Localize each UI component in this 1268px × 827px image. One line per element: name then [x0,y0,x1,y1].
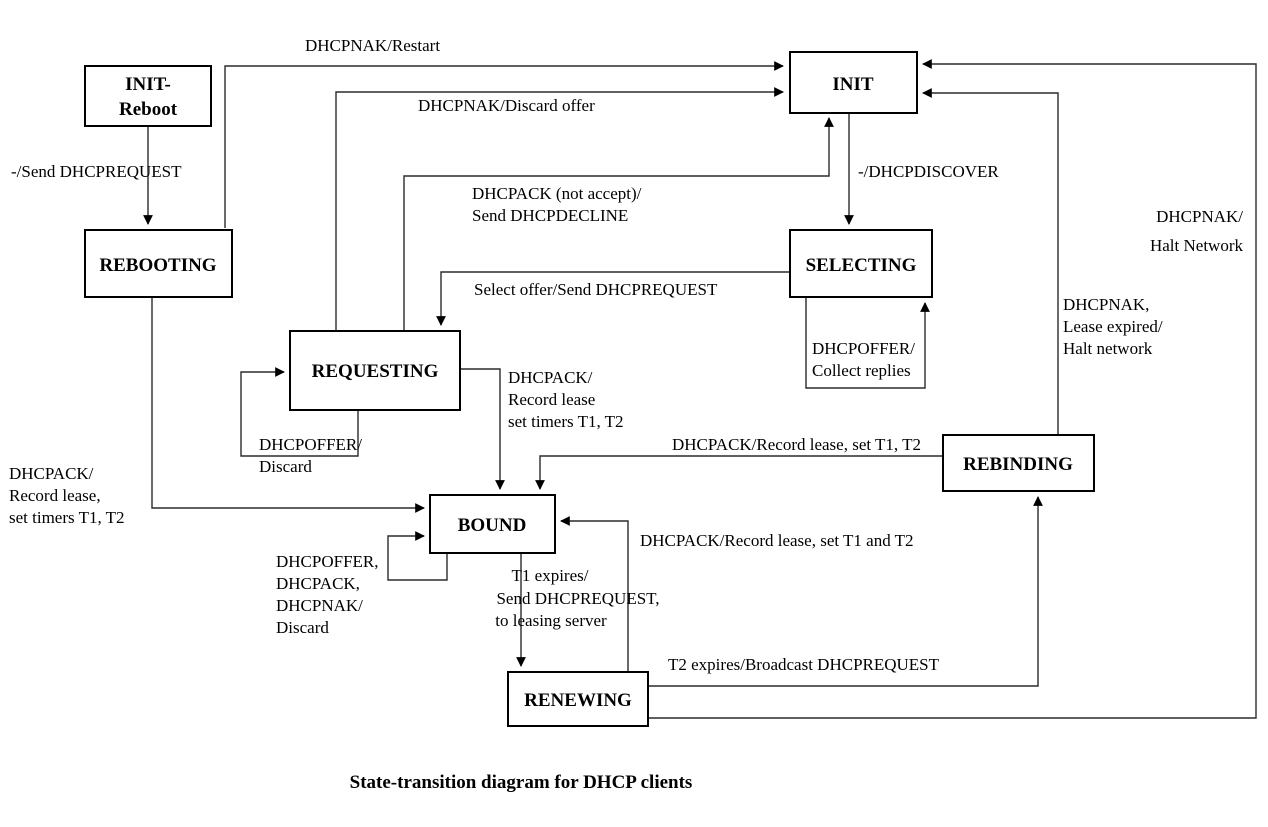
edge-selecting-self [805,297,930,389]
edge-rebinding-to-init [922,88,1059,435]
edge-rebooting-to-init [224,61,784,228]
state-bound-label: BOUND [458,515,527,536]
edge-renewing-to-init [648,59,1257,719]
state-selecting-label: SELECTING [806,255,917,276]
label-selecting-to-requesting: Select offer/Send DHCPREQUEST [474,280,718,299]
edge-requesting-to-init-nak [335,87,784,331]
state-requesting-label: REQUESTING [312,361,439,382]
state-init-reboot-label-line1: INIT- [125,74,171,95]
state-rebooting[interactable] [84,229,233,298]
edge-bound-self [387,531,448,581]
label-requesting-to-init-decline-line1: DHCPACK (not accept)/ [472,184,642,203]
label-rebinding-to-init-line1: DHCPNAK, [1063,295,1149,314]
state-init-reboot-label-line2: Reboot [119,99,178,120]
label-rebooting-to-bound-line2: Record lease, [9,486,101,505]
state-rebinding[interactable] [942,434,1095,492]
label-initreboot-to-rebooting: -/Send DHCPREQUEST [11,162,182,181]
state-init[interactable] [789,51,918,114]
state-requesting[interactable] [289,330,461,411]
label-renewing-to-bound: DHCPACK/Record lease, set T1 and T2 [640,531,914,550]
label-bound-self-line4: Discard [276,618,329,637]
edge-requesting-to-bound [460,368,505,490]
diagram-caption: State-transition diagram for DHCP client… [350,772,693,793]
label-requesting-to-bound-line1: DHCPACK/ [508,368,593,387]
edge-rebooting-to-bound [151,297,425,513]
state-renewing[interactable] [507,671,649,727]
label-rebooting-to-init: DHCPNAK/Restart [305,36,440,55]
state-rebinding-label: REBINDING [963,454,1073,475]
label-rebooting-to-bound-line3: set timers T1, T2 [9,508,125,527]
state-renewing-label: RENEWING [524,690,632,711]
state-rebooting-label: REBOOTING [99,255,216,276]
label-rebinding-to-init-line2: Lease expired/ [1063,317,1163,336]
label-renewing-to-init-line2: Halt Network [1150,236,1244,255]
label-bound-to-renewing-line1: T1 expires/ [512,566,589,585]
label-selecting-self-line1: DHCPOFFER/ [812,339,915,358]
label-requesting-to-bound-line3: set timers T1, T2 [508,412,624,431]
label-requesting-self-line2: Discard [259,457,312,476]
label-requesting-self-line1: DHCPOFFER/ [259,435,362,454]
label-bound-to-renewing-line2: Send DHCPREQUEST, [496,589,659,608]
state-selecting[interactable] [789,229,933,298]
label-rebinding-to-bound: DHCPACK/Record lease, set T1, T2 [672,435,921,454]
label-bound-to-renewing-line3: to leasing server [495,611,607,630]
label-requesting-to-bound-line2: Record lease [508,390,595,409]
label-renewing-to-init-line1: DHCPNAK/ [1156,207,1243,226]
label-rebooting-to-bound-line1: DHCPACK/ [9,464,94,483]
label-selecting-self-line2: Collect replies [812,361,911,380]
edge-renewing-to-rebinding [648,496,1043,687]
edge-requesting-to-init-decline [403,117,834,331]
state-bound[interactable] [429,494,556,554]
edge-renewing-to-bound [560,516,629,672]
label-bound-self-line2: DHCPACK, [276,574,360,593]
edge-rebinding-to-bound [535,455,943,490]
edge-selecting-to-requesting [436,271,790,326]
label-bound-self-line3: DHCPNAK/ [276,596,363,615]
label-requesting-to-init-nak: DHCPNAK/Discard offer [418,96,595,115]
edge-requesting-self [240,367,359,457]
label-init-to-selecting: -/DHCPDISCOVER [858,162,999,181]
label-rebinding-to-init-line3: Halt network [1063,339,1153,358]
label-renewing-to-rebinding: T2 expires/Broadcast DHCPREQUEST [668,655,940,674]
state-init-label: INIT [832,74,874,95]
label-bound-self-line1: DHCPOFFER, [276,552,379,571]
label-requesting-to-init-decline-line2: Send DHCPDECLINE [472,206,628,225]
state-init-reboot[interactable] [84,65,212,127]
